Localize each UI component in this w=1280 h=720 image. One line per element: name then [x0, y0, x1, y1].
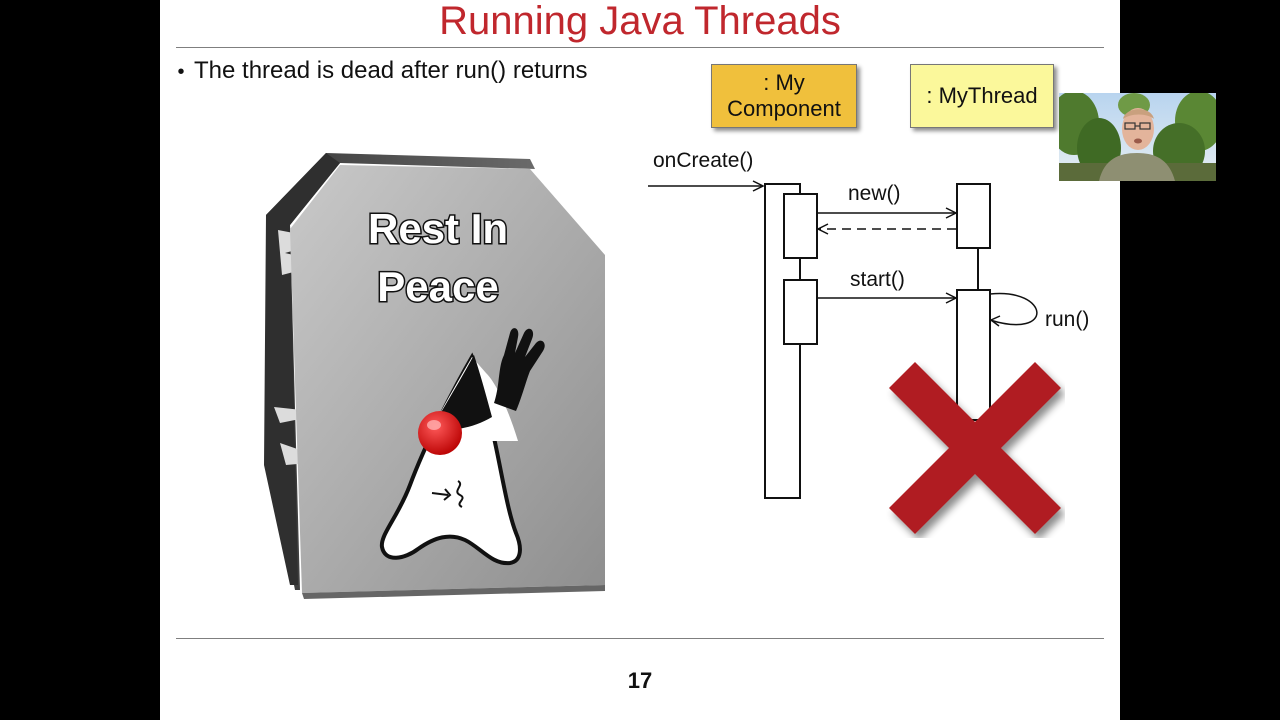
- tombstone-icon: Rest In Peace: [264, 153, 605, 599]
- tombstone-text-line2: Peace: [377, 263, 498, 310]
- bullet-point: • The thread is dead after run() returns: [168, 56, 588, 87]
- webcam-presenter: [1059, 93, 1216, 181]
- message-run: run(): [1045, 308, 1090, 331]
- thread-run-activation: [956, 289, 991, 421]
- slide-title: Running Java Threads: [439, 0, 841, 43]
- tombstone-text-line1: Rest In: [368, 205, 508, 252]
- page-number: 17: [627, 668, 653, 693]
- lifeline-my-component: : My Component: [711, 64, 857, 128]
- bullet-dot-icon: •: [177, 61, 185, 83]
- component-new-activation: [783, 193, 818, 259]
- message-new: new(): [848, 182, 901, 205]
- bullet-text: The thread is dead after run() returns: [194, 57, 588, 84]
- slide: Running Java Threads • The thread is dead…: [160, 0, 1120, 720]
- sequence-diagram: [648, 180, 1038, 499]
- component-start-activation: [783, 279, 818, 345]
- x-mark-icon: [889, 362, 1061, 534]
- footer-divider: [176, 638, 1104, 639]
- lifeline-my-thread: : MyThread: [910, 64, 1054, 128]
- message-oncreate: onCreate(): [653, 149, 754, 172]
- thread-new-activation: [956, 183, 991, 249]
- message-start: start(): [850, 268, 905, 291]
- duke-mascot-icon: [379, 328, 545, 566]
- title-divider: [176, 47, 1104, 48]
